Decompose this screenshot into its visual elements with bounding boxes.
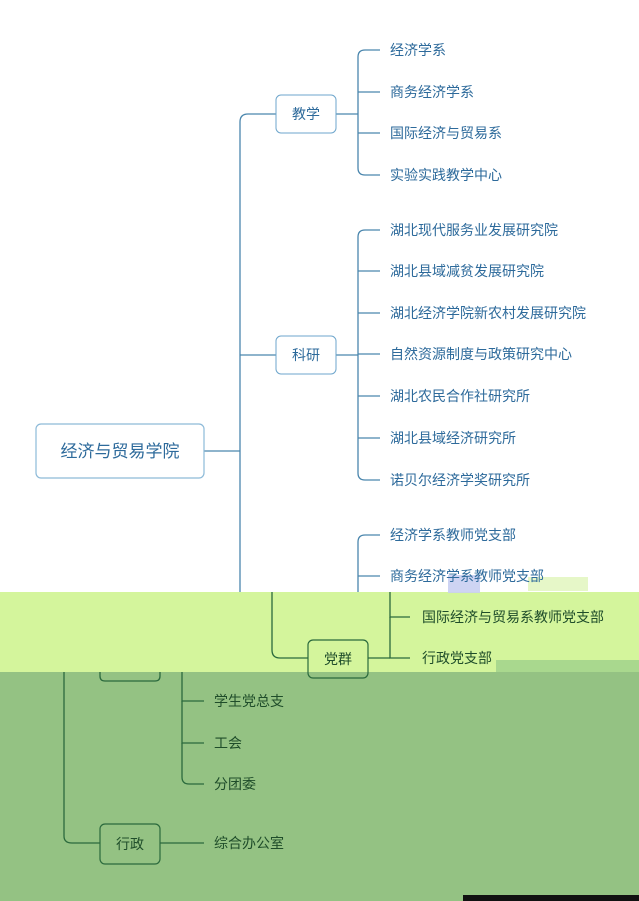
leaf-party-7: 分团委 [214,777,256,793]
leaf-party-1: 经济学系教师党支部 [390,528,516,544]
node-research-label: 科研 [292,348,320,364]
node-party: 党群 [307,639,369,679]
root-node: 经济与贸易学院 [35,423,205,479]
leaf-teaching-3: 国际经济与贸易系 [390,126,502,142]
leaf-teaching-1: 经济学系 [390,43,446,59]
node-teaching: 教学 [275,94,337,134]
research-edges [336,229,380,481]
party-box-fragment [99,672,161,682]
leaf-party-6: 工会 [214,736,242,752]
teaching-edges [336,49,380,176]
leaf-admin-1: 综合办公室 [214,835,284,852]
node-research: 科研 [275,335,337,375]
party-edges [181,534,410,785]
render-artifact [448,575,480,593]
leaf-party-5: 学生党总支 [214,694,284,710]
leaf-research-2: 湖北县域减贫发展研究院 [390,264,544,280]
leaf-teaching-4: 实验实践教学中心 [390,168,502,184]
leaf-research-7: 诺贝尔经济学奖研究所 [390,472,530,489]
root-label: 经济与贸易学院 [61,442,180,462]
leaf-research-3: 湖北经济学院新农村发展研究院 [390,306,586,322]
node-party-label: 党群 [324,652,352,668]
leaf-research-4: 自然资源制度与政策研究中心 [390,346,572,363]
leaf-teaching-2: 商务经济学系 [390,85,474,101]
light-green-band [0,592,639,672]
node-admin-label: 行政 [116,837,144,853]
node-admin: 行政 [99,823,161,865]
dark-green-band [0,672,639,901]
render-artifact [463,895,639,901]
leaf-research-5: 湖北农民合作社研究所 [390,389,530,405]
leaf-party-4: 行政党支部 [422,651,492,667]
render-artifact [528,577,588,591]
leaf-party-3: 国际经济与贸易系教师党支部 [422,610,604,626]
render-artifact [496,660,639,672]
leaf-research-6: 湖北县域经济研究所 [390,431,516,447]
leaf-party-2: 商务经济学系教师党支部 [390,569,544,585]
leaf-research-1: 湖北现代服务业发展研究院 [390,223,558,239]
node-teaching-label: 教学 [292,107,320,123]
root-edges [63,113,308,844]
